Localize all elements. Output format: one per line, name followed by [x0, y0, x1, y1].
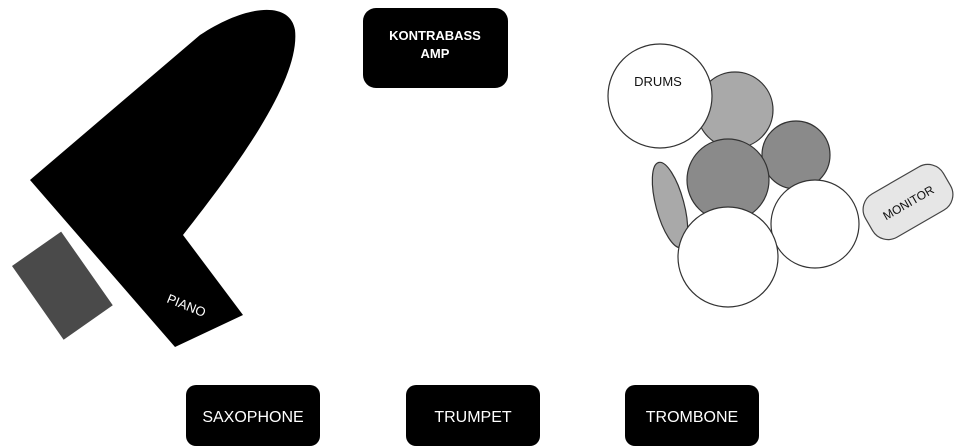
monitor: MONITOR: [862, 163, 954, 241]
trombone-box: [625, 385, 759, 446]
saxophone-label: SAXOPHONE: [202, 409, 303, 426]
trumpet-label: TRUMPET: [434, 409, 512, 426]
piano-bench: [12, 231, 113, 340]
drum-kit: DRUMS: [607, 43, 860, 308]
kontrabass-amp-label-line1: KONTRABASS: [389, 28, 481, 43]
piano: PIANO: [30, 9, 296, 348]
drum-floor-tom-right: [770, 179, 860, 269]
trombone: TROMBONE: [625, 385, 759, 446]
piano-body: [30, 9, 296, 348]
drum-floor-tom-left: [677, 206, 779, 308]
kontrabass-amp-box: [363, 8, 508, 88]
drum-bass: [607, 43, 713, 149]
monitor-wedge: [862, 163, 954, 241]
trumpet: TRUMPET: [406, 385, 540, 446]
drums-label: DRUMS: [634, 74, 682, 89]
drum-tom-right: [761, 120, 831, 190]
trombone-label: TROMBONE: [646, 409, 738, 426]
kontrabass-amp: KONTRABASS AMP: [363, 8, 508, 88]
trumpet-box: [406, 385, 540, 446]
kontrabass-amp-label-line2: AMP: [421, 46, 450, 61]
saxophone-box: [186, 385, 320, 446]
saxophone: SAXOPHONE: [186, 385, 320, 446]
